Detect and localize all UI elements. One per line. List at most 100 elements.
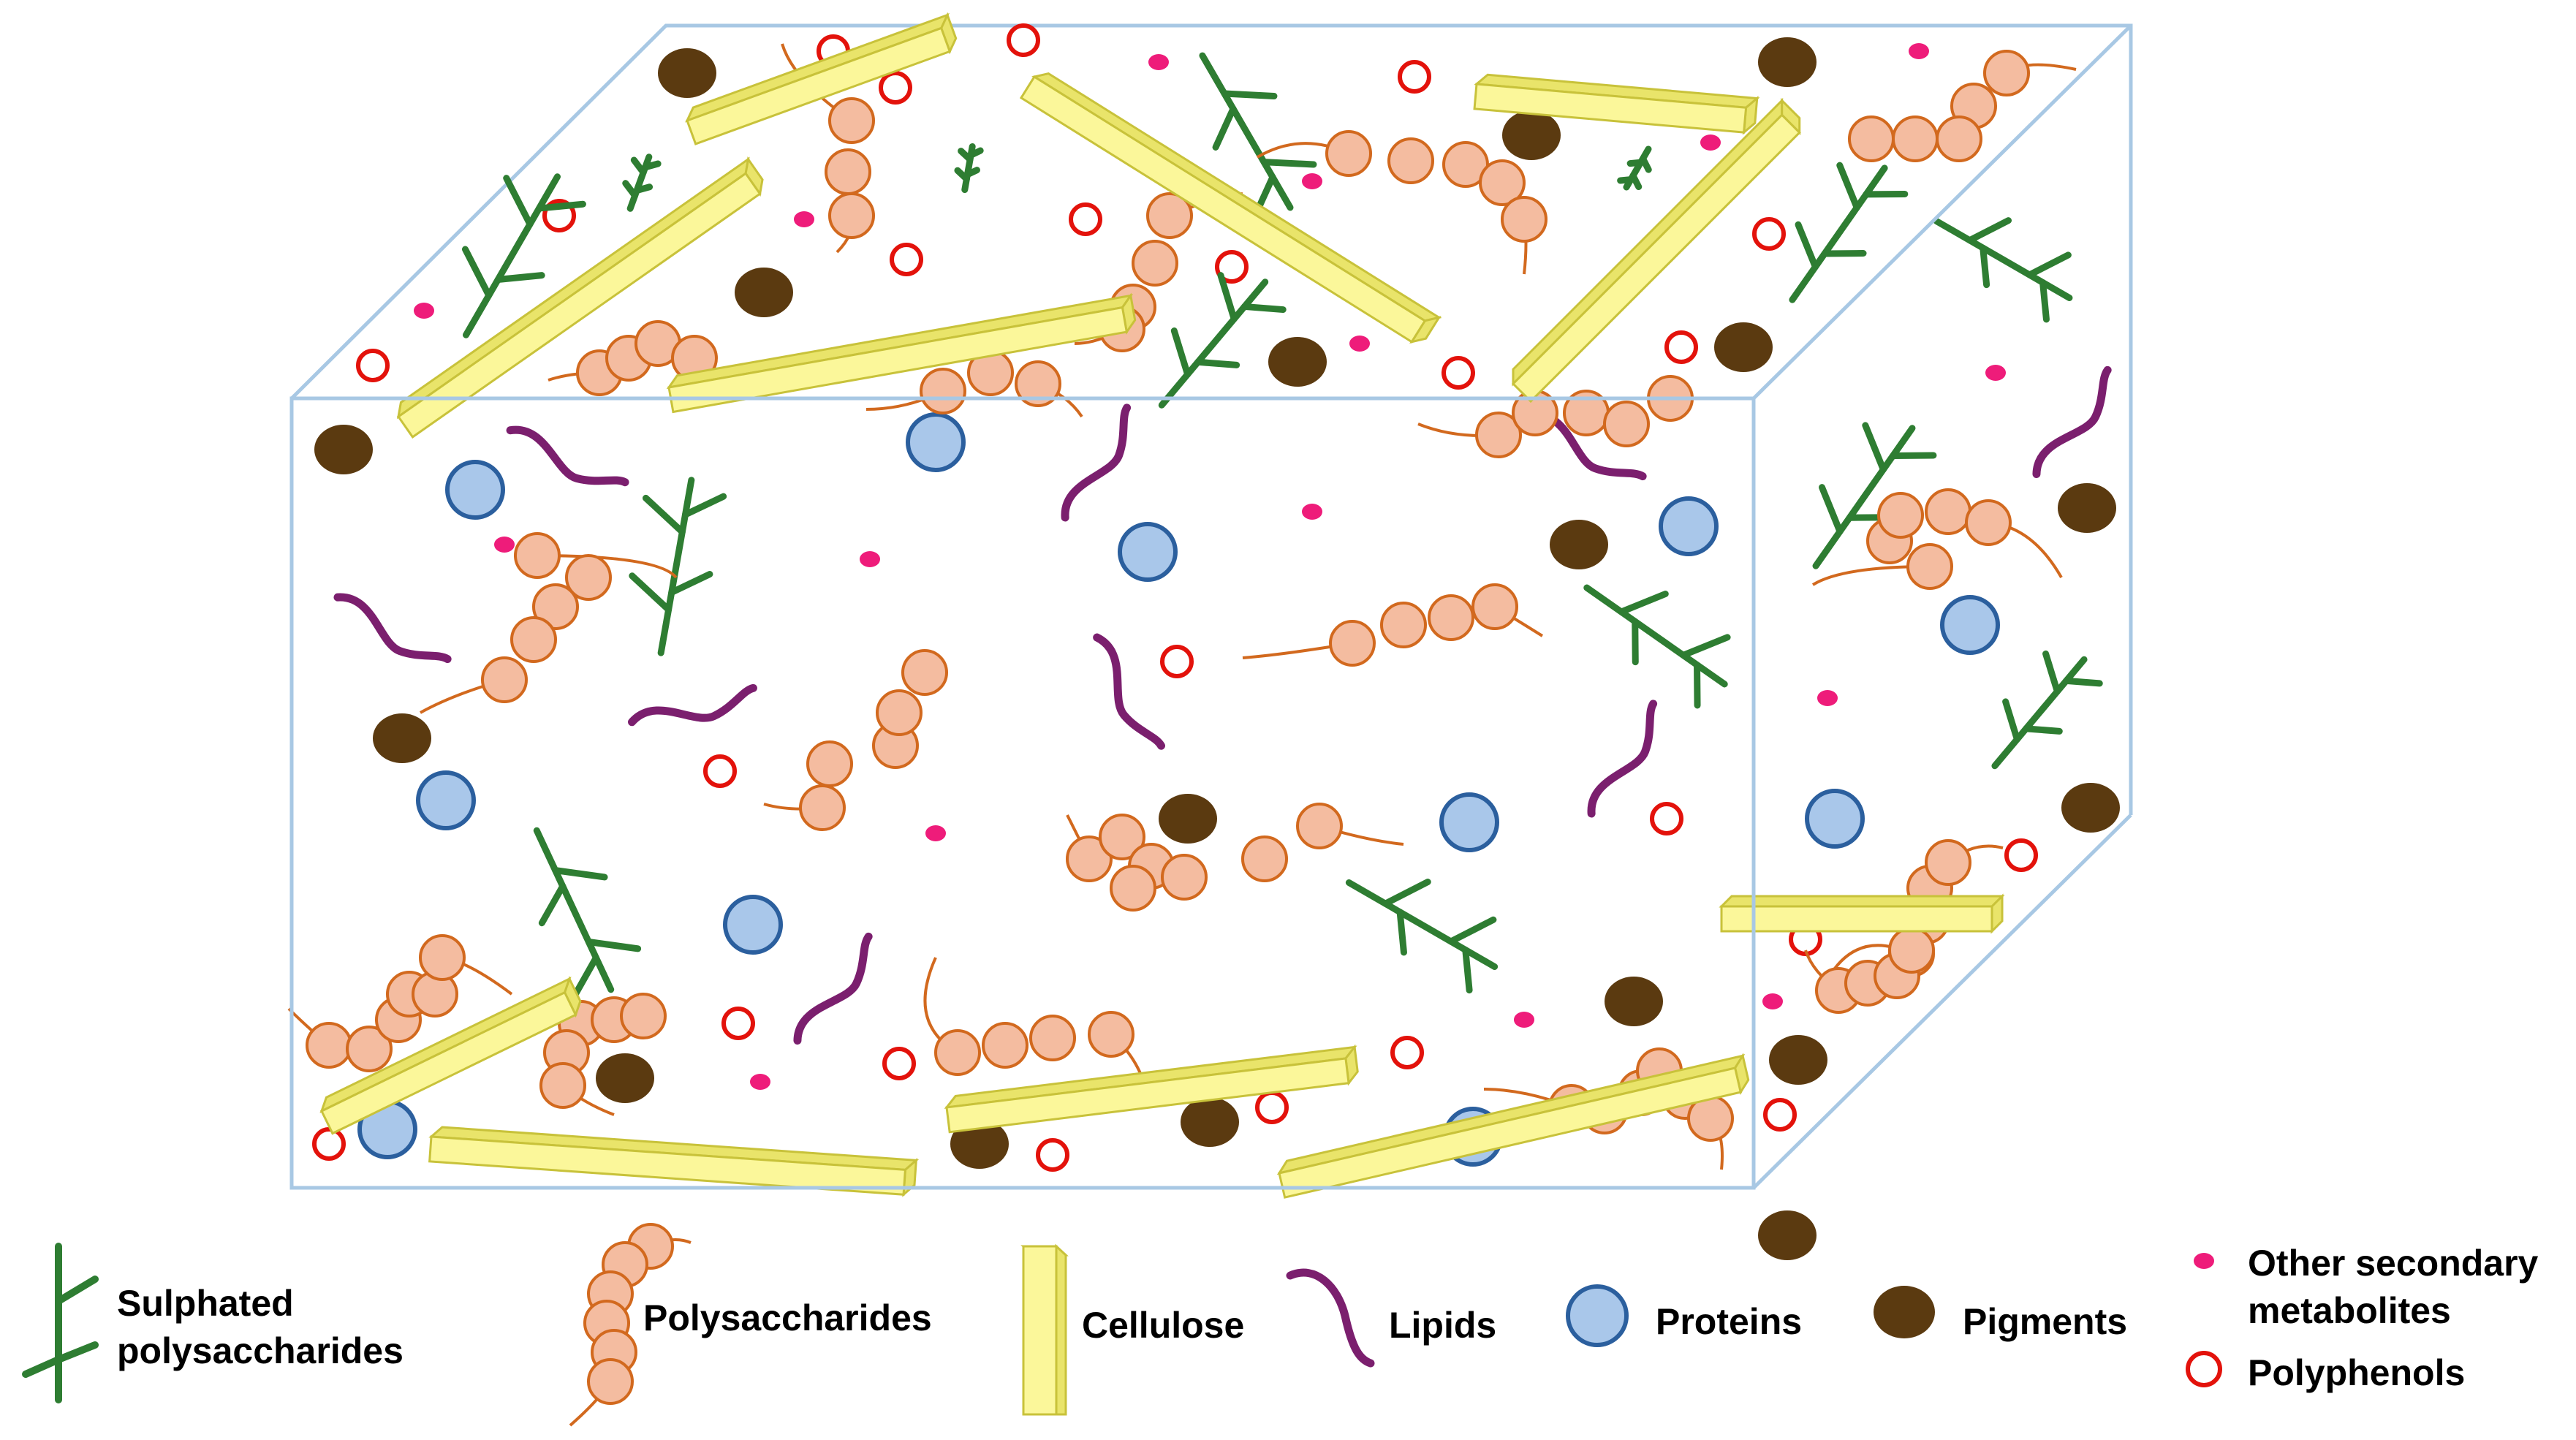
- sulphated-branch: [1170, 327, 1192, 378]
- pigment: [1268, 337, 1327, 387]
- polysaccharide-bead: [1296, 803, 1343, 849]
- legend-label-polyphenols: Polyphenols: [2248, 1352, 2465, 1393]
- polysaccharide-bead: [1146, 192, 1193, 239]
- box-top-back-edge: [290, 23, 2133, 815]
- protein-icon: [1566, 1284, 1629, 1347]
- lipid: [333, 593, 452, 664]
- legend-polyphenol-ring: [2186, 1351, 2222, 1387]
- sulphated-branch: [1640, 155, 1652, 173]
- polysaccharide-bead: [514, 532, 561, 579]
- sulphated-branch: [552, 867, 608, 881]
- polysaccharide-chain: [1804, 927, 1935, 1014]
- legend-lipid-chain: [1286, 1268, 1375, 1368]
- box-front-edges: [289, 24, 2132, 1190]
- protein: [1940, 595, 2000, 655]
- cellulose-front-face: [1720, 905, 1993, 933]
- cellulose-rod: [1511, 97, 1801, 403]
- polysaccharide-bead: [1906, 543, 1953, 590]
- sulphated-polysaccharide: [1199, 52, 1317, 219]
- metabolite: [750, 1074, 770, 1090]
- metabolite: [794, 211, 814, 227]
- sulphated-branch: [1821, 250, 1867, 257]
- polysaccharide-bead: [1329, 620, 1376, 667]
- sulphated-branch: [643, 494, 686, 536]
- legend-label-metabolites-line2: metabolites: [2248, 1290, 2451, 1331]
- sulphated-branch: [1966, 217, 2012, 244]
- polyphenol: [356, 349, 390, 382]
- sulphated-branch: [572, 954, 599, 998]
- polyphenol: [1215, 250, 1249, 284]
- metabolite: [1817, 690, 1838, 706]
- polysaccharide-bead: [1387, 137, 1434, 184]
- polyphenol: [1752, 217, 1786, 251]
- polysaccharide-bead: [1475, 412, 1522, 458]
- cellulose-rod: [666, 292, 1137, 414]
- legend-item-polyphenols: Polyphenols: [2186, 1351, 2465, 1393]
- polysaccharide-bead: [1088, 1011, 1134, 1058]
- polysaccharide-bead: [825, 148, 871, 195]
- protein: [1439, 792, 1499, 852]
- cellulose-front-face: [945, 1057, 1350, 1134]
- polyphenol: [703, 754, 737, 788]
- sulphated-backbone: [1812, 425, 1916, 569]
- pigment: [596, 1053, 654, 1103]
- sulphated-branch: [503, 175, 534, 228]
- metabolite: [494, 537, 515, 553]
- sulphated-polysaccharide: [1789, 162, 1909, 303]
- polysaccharide-chain: [763, 649, 948, 831]
- polyphenol-icon: [2186, 1351, 2222, 1387]
- cellulose-front-face: [1019, 75, 1427, 344]
- legend-pigment-ellipse: [1874, 1286, 1935, 1338]
- polysaccharide-bead: [532, 583, 579, 630]
- pigment: [1605, 977, 1663, 1026]
- sulphated-backbone: [1199, 52, 1294, 211]
- sulphated-branch: [629, 572, 673, 613]
- metabolite: [1700, 134, 1721, 151]
- polyphenol: [1036, 1138, 1069, 1172]
- sulphated-polysaccharide: [954, 143, 984, 194]
- lipid: [1093, 633, 1166, 750]
- polysaccharide-bead: [565, 554, 612, 601]
- sulphated-branch: [2042, 650, 2061, 695]
- polysaccharide-bead: [539, 1062, 586, 1109]
- lipid-chain: [628, 683, 757, 727]
- polysaccharide-bead: [934, 1029, 981, 1076]
- lipid-icon: [1286, 1268, 1375, 1368]
- polysaccharide-bead: [1479, 159, 1526, 206]
- sulphated-branch: [494, 272, 545, 283]
- polysaccharide-bead: [806, 740, 853, 787]
- polysaccharide-bead: [510, 616, 557, 663]
- polyphenol: [1007, 23, 1040, 57]
- sulphated-polysaccharide: [1345, 879, 1499, 994]
- sulphated-branch: [1795, 221, 1819, 270]
- sulphated-branch: [1680, 634, 1731, 659]
- polysaccharide-bead: [1066, 835, 1113, 882]
- polysaccharide-bead: [828, 97, 875, 144]
- cellulose-top-face: [1719, 895, 2005, 908]
- polyphenol: [1650, 802, 1683, 835]
- polyphenol: [312, 1127, 346, 1161]
- protein: [445, 460, 505, 520]
- polysaccharide-chain: [1811, 488, 2063, 590]
- polysaccharide-bead: [1161, 854, 1208, 901]
- polysaccharide-bead: [1936, 115, 1982, 162]
- polyphenol: [879, 71, 912, 105]
- sulphated-backbone: [533, 827, 615, 993]
- sulphated-branch: [1617, 176, 1634, 184]
- legend-item-sulphated-polysaccharides: Sulphated polysaccharides: [22, 1243, 404, 1403]
- polysaccharide-icon: [569, 1223, 692, 1427]
- lipid-chain: [2032, 365, 2112, 479]
- polysaccharide-chain: [548, 320, 718, 396]
- pigment: [1714, 322, 1773, 372]
- protein: [1805, 789, 1865, 849]
- sulphated-polysaccharide: [1933, 217, 2073, 323]
- sulphated-polysaccharide: [629, 477, 727, 656]
- sulphated-polysaccharide-icon: [22, 1243, 99, 1403]
- polysaccharide-bead: [1603, 401, 1650, 447]
- sulphated-polysaccharide: [1617, 145, 1652, 191]
- polysaccharide-bead: [1110, 865, 1156, 912]
- cellulose-front-face: [686, 26, 952, 145]
- sulphated-backbone: [1991, 656, 2088, 770]
- metabolite: [1302, 504, 1322, 520]
